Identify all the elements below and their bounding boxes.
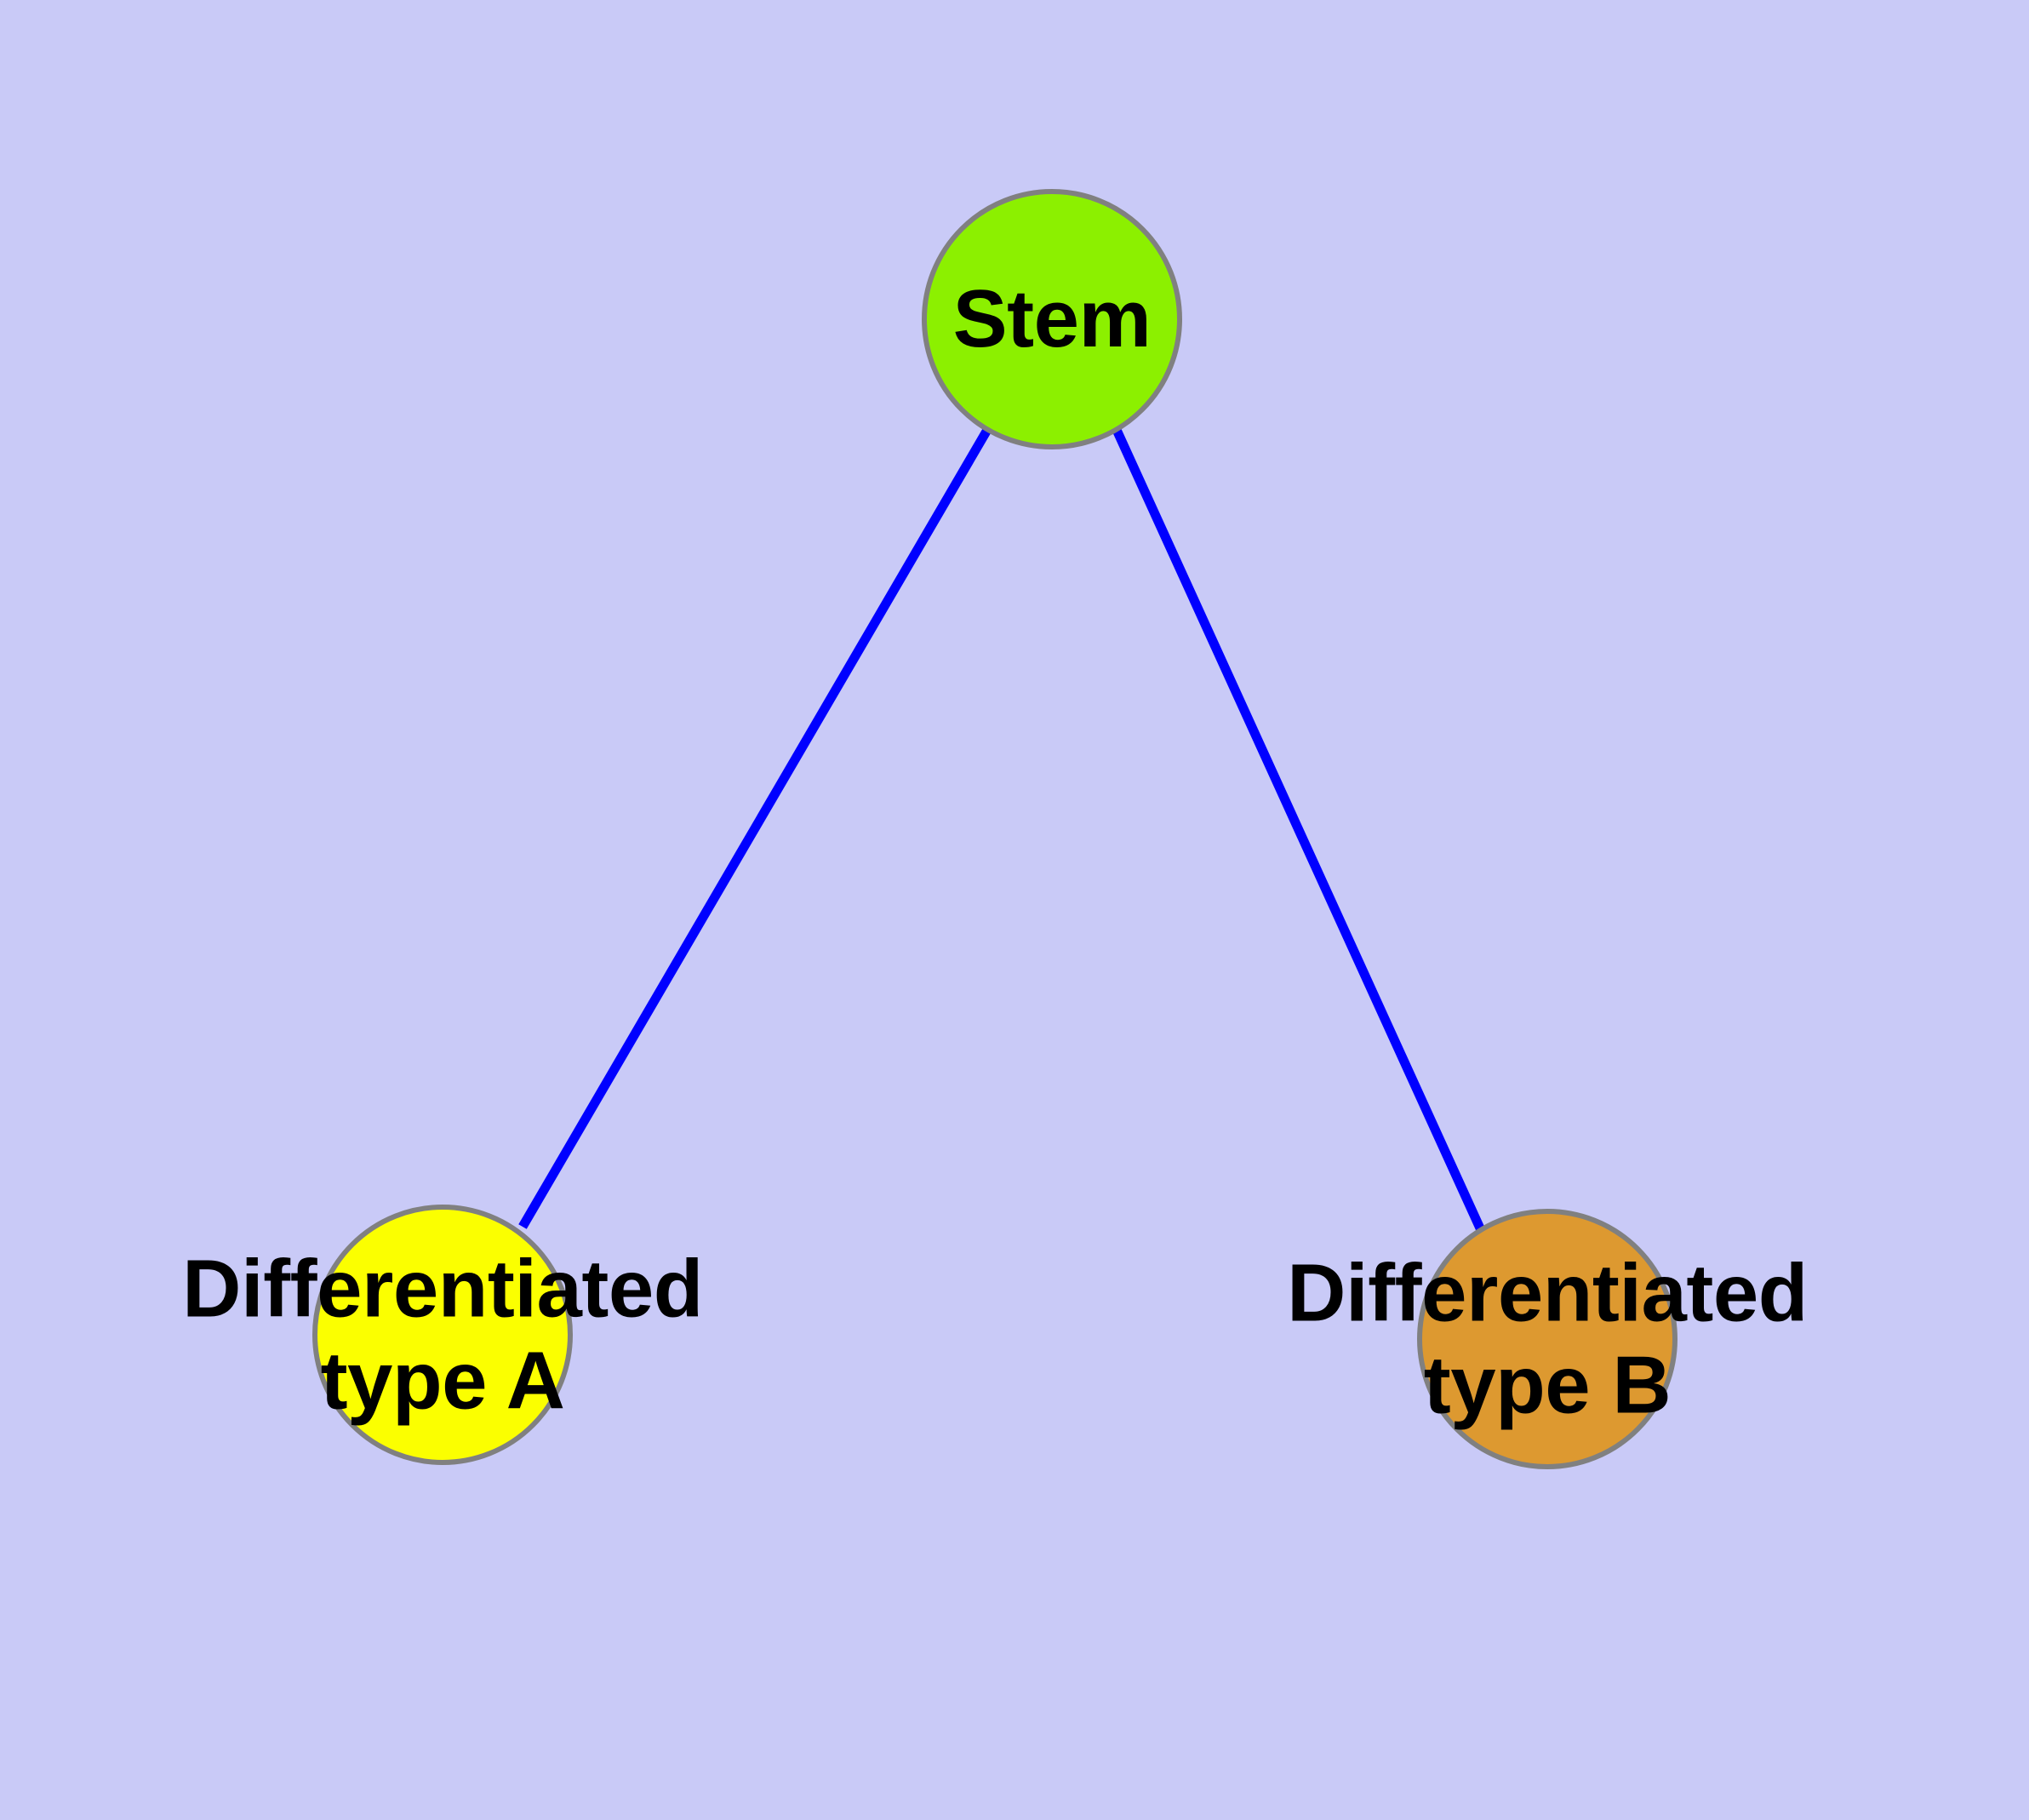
edges-group bbox=[518, 427, 1486, 1233]
graph-edge[interactable] bbox=[1112, 427, 1486, 1233]
graph-node-stem[interactable] bbox=[922, 189, 1182, 449]
graph-edge[interactable] bbox=[518, 427, 992, 1229]
graph-node-diff_a[interactable] bbox=[312, 1205, 573, 1465]
graph-node-diff_b[interactable] bbox=[1417, 1209, 1677, 1469]
nodes-group bbox=[312, 189, 1677, 1469]
